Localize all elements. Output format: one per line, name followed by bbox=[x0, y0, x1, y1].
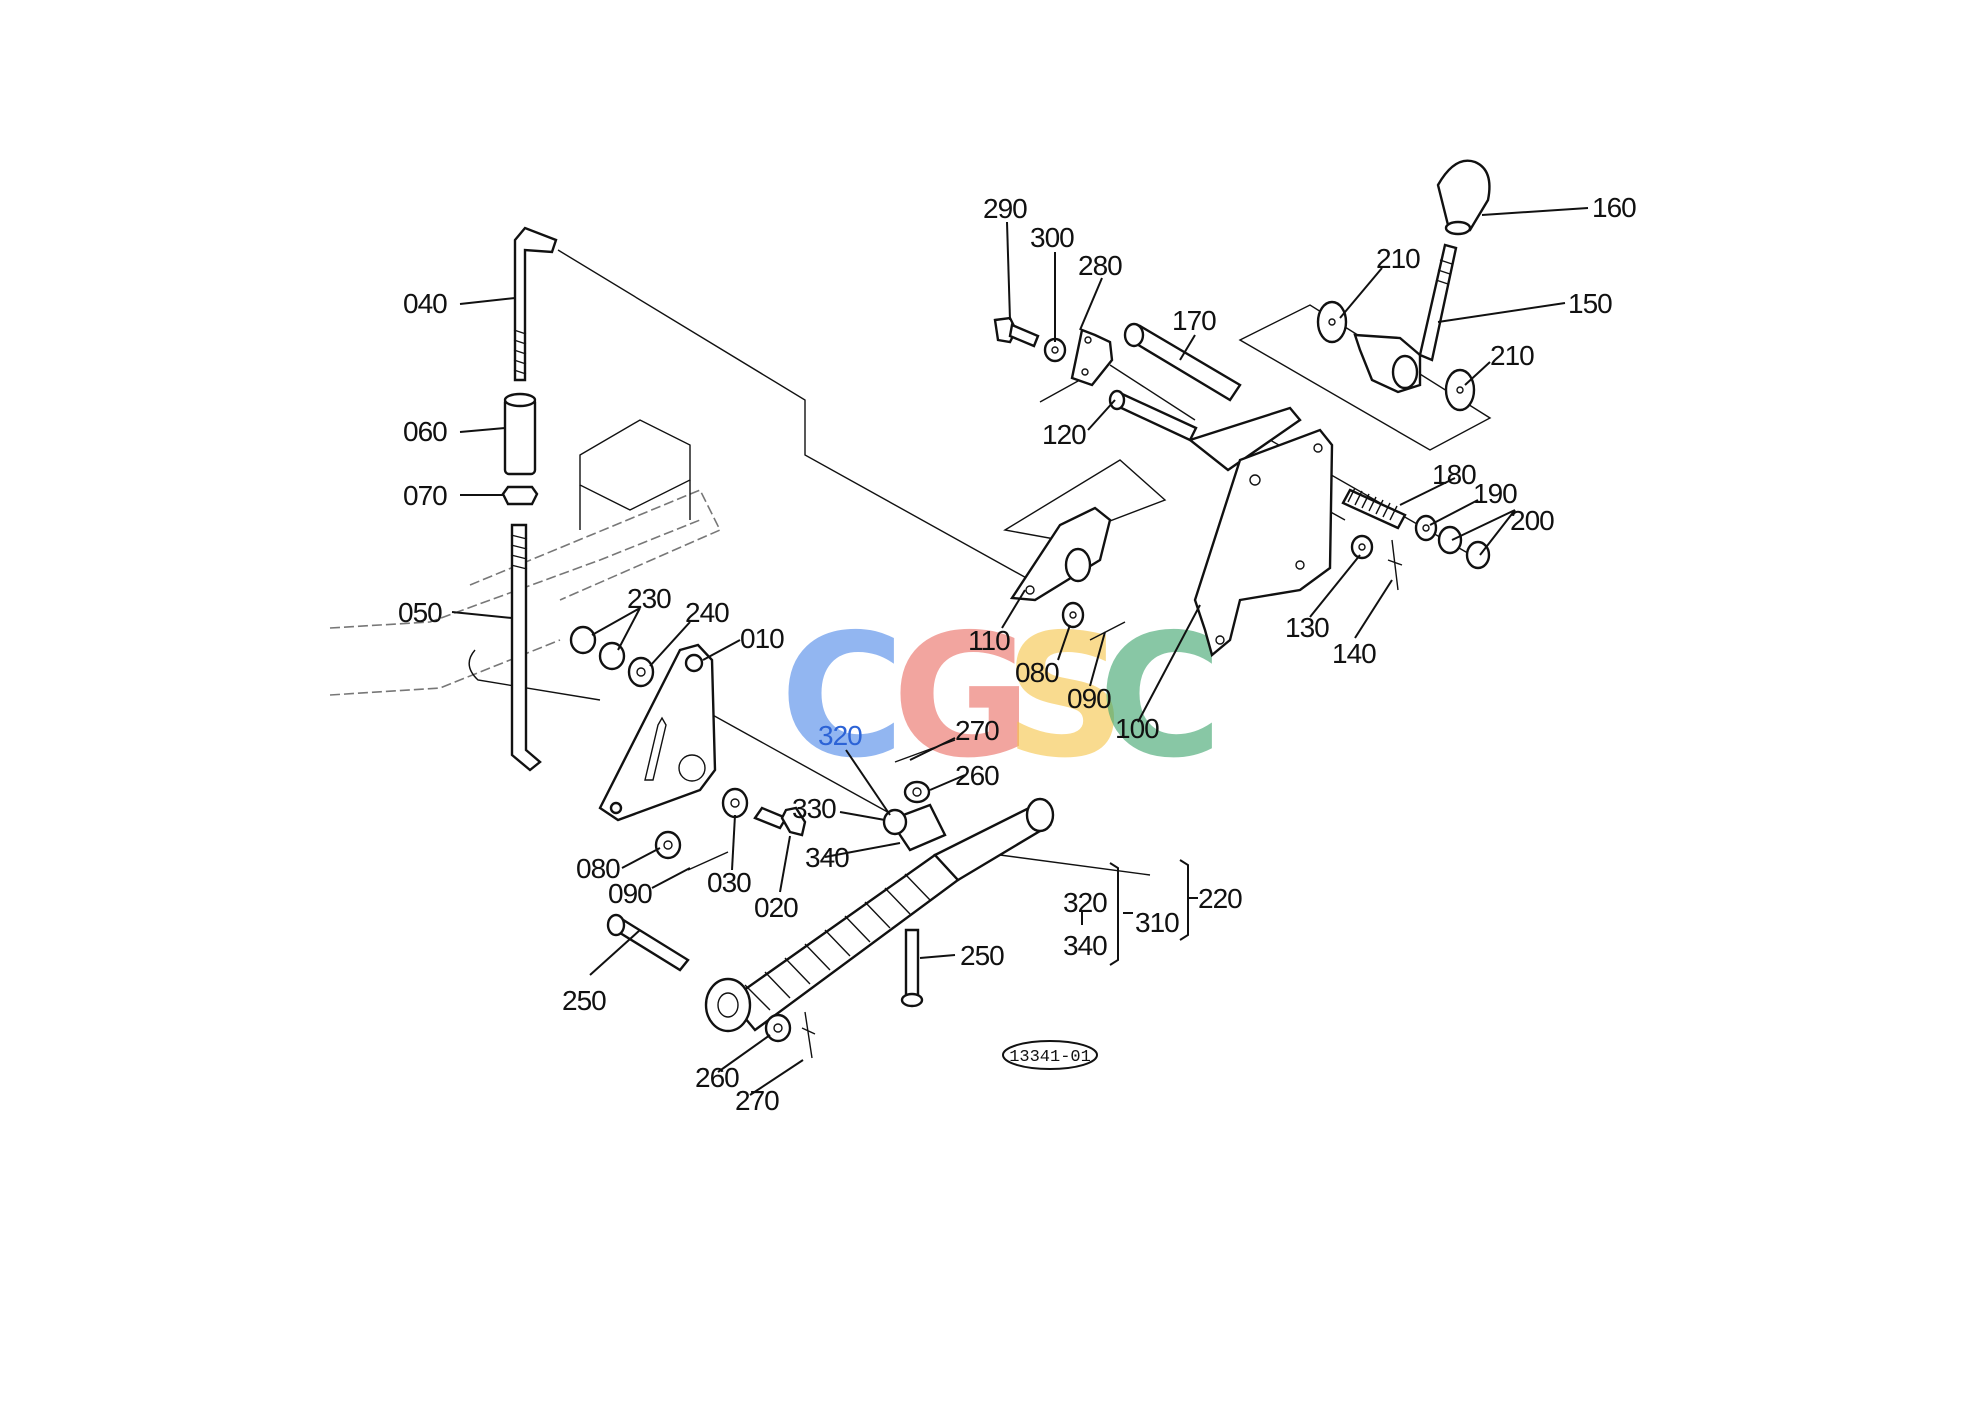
watermark-letter-g: G bbox=[892, 598, 1032, 796]
rod-040 bbox=[513, 226, 558, 382]
callout-300: 300 bbox=[1030, 222, 1074, 253]
lever-150 bbox=[1353, 243, 1458, 394]
callout-180: 180 bbox=[1432, 459, 1476, 490]
callout-010: 010 bbox=[740, 623, 784, 654]
callout-190: 190 bbox=[1473, 478, 1517, 509]
callout-270-upper: 270 bbox=[955, 715, 999, 746]
callout-090-left: 090 bbox=[608, 878, 652, 909]
shaft-170 bbox=[1123, 322, 1242, 402]
washer-260-lower bbox=[764, 1013, 792, 1043]
callout-340: 340 bbox=[805, 842, 849, 873]
arm-110 bbox=[1009, 506, 1112, 602]
washer-260-upper bbox=[903, 780, 931, 804]
callout-170: 170 bbox=[1172, 305, 1216, 336]
callout-260-upper: 260 bbox=[955, 760, 999, 791]
callout-040: 040 bbox=[403, 288, 447, 319]
bolt-290 bbox=[993, 316, 1040, 348]
pin-250-upper bbox=[606, 913, 690, 972]
watermark-letter-c1: C bbox=[780, 598, 905, 796]
callout-240: 240 bbox=[685, 597, 729, 628]
washer-240 bbox=[627, 656, 655, 688]
pin-120 bbox=[1108, 389, 1198, 442]
watermark-letter-c2: C bbox=[1098, 598, 1223, 796]
callout-080-left: 080 bbox=[576, 853, 620, 884]
callout-220: 220 bbox=[1198, 883, 1242, 914]
pin-270-lower bbox=[801, 1011, 816, 1059]
callout-310: 310 bbox=[1135, 907, 1179, 938]
bolt-020 bbox=[753, 806, 807, 837]
washer-080-left bbox=[654, 830, 682, 860]
callout-330: 330 bbox=[792, 793, 836, 824]
nuts-230 bbox=[569, 625, 626, 671]
callout-130: 130 bbox=[1285, 612, 1329, 643]
callout-020: 020 bbox=[754, 892, 798, 923]
callout-280: 280 bbox=[1078, 250, 1122, 281]
callout-250-lower: 250 bbox=[960, 940, 1004, 971]
callout-320-blue: 320 bbox=[818, 720, 862, 751]
callout-030: 030 bbox=[707, 867, 751, 898]
bracket-100 bbox=[1187, 406, 1334, 658]
spring-180 bbox=[1341, 487, 1407, 530]
rod-050 bbox=[510, 523, 542, 772]
washer-080-right bbox=[1061, 601, 1085, 629]
nuts-200 bbox=[1437, 525, 1491, 570]
drawing-reference: 13341-01 bbox=[1002, 1040, 1098, 1070]
washer-130 bbox=[1350, 534, 1374, 560]
knob-160 bbox=[1436, 159, 1491, 236]
leader-lines bbox=[451, 207, 1589, 1096]
callout-labels: 040 060 070 050 230 240 010 080 090 030 … bbox=[398, 192, 1637, 1116]
pin-250-lower bbox=[900, 928, 924, 1008]
bracket-280 bbox=[1070, 328, 1114, 387]
callout-050: 050 bbox=[398, 597, 442, 628]
washer-190 bbox=[1414, 514, 1438, 542]
washer-210-top bbox=[1316, 300, 1348, 344]
callout-160: 160 bbox=[1592, 192, 1636, 223]
callout-110: 110 bbox=[968, 625, 1010, 656]
pin-090-left bbox=[687, 851, 729, 871]
nut-070 bbox=[501, 485, 539, 506]
callout-150: 150 bbox=[1568, 288, 1612, 319]
watermark: C G S C bbox=[780, 598, 1223, 796]
callout-320-group: 320 bbox=[1063, 887, 1107, 918]
callout-100: 100 bbox=[1115, 713, 1159, 744]
callout-270-lower: 270 bbox=[735, 1085, 779, 1116]
spacer-060 bbox=[503, 392, 537, 476]
callout-090-right: 090 bbox=[1067, 683, 1111, 714]
callout-210-top: 210 bbox=[1376, 243, 1420, 274]
callout-230: 230 bbox=[627, 583, 671, 614]
callout-260-lower: 260 bbox=[695, 1062, 739, 1093]
callout-070: 070 bbox=[403, 480, 447, 511]
callout-080-right: 080 bbox=[1015, 657, 1059, 688]
callout-290: 290 bbox=[983, 193, 1027, 224]
drawing-reference-number: 13341-01 bbox=[1009, 1048, 1091, 1067]
washer-210-bottom bbox=[1444, 368, 1476, 412]
pin-090-right bbox=[1089, 621, 1126, 641]
pin-140 bbox=[1387, 539, 1403, 591]
callout-120: 120 bbox=[1042, 419, 1086, 450]
callout-140: 140 bbox=[1332, 638, 1376, 669]
washer-030 bbox=[721, 787, 749, 819]
callout-200: 200 bbox=[1510, 505, 1554, 536]
washer-300 bbox=[1043, 337, 1067, 363]
callout-250-upper: 250 bbox=[562, 985, 606, 1016]
callout-210-bottom: 210 bbox=[1490, 340, 1534, 371]
nut-330 bbox=[882, 808, 908, 836]
callout-340-group: 340 bbox=[1063, 930, 1107, 961]
callout-060: 060 bbox=[403, 416, 447, 447]
plate-010 bbox=[598, 643, 717, 822]
